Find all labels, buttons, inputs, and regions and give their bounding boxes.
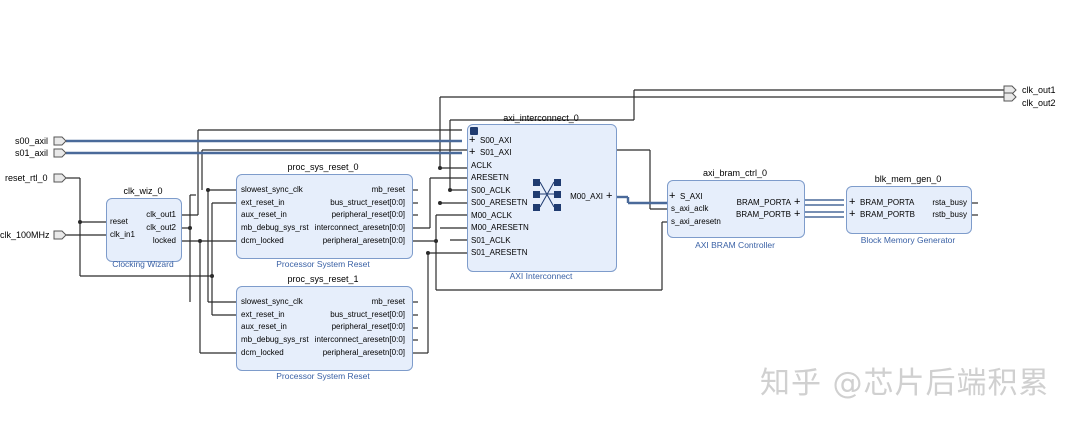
crossbar-icon [532,177,562,213]
bram-ctrl-pin-s-axi: S_AXI [680,192,703,201]
blk-mem-block[interactable] [846,186,972,234]
port-clk-out1[interactable]: clk_out1 [1022,85,1056,95]
clk-wiz-pin-clk-out1: clk_out1 [146,210,176,219]
psr0-pin-ext-reset-in: ext_reset_in [241,198,285,207]
psr0-pin-mb-reset: mb_reset [371,185,405,194]
axi-ic-pin-aclk: ACLK [471,161,492,170]
axi-ic-pin-s01-aclk: S01_ACLK [471,236,511,245]
psr0-subtitle: Processor System Reset [276,259,370,269]
axi-ic-pin-s00-aresetn: S00_ARESETN [471,198,528,207]
psr1-pin-dcm-locked: dcm_locked [241,348,284,357]
psr1-pin-peripheral-aresetn: peripheral_aresetn[0:0] [322,348,405,357]
psr1-pin-ext-reset-in: ext_reset_in [241,310,285,319]
blk-mem-pin-bram-portb: BRAM_PORTB [860,210,915,219]
clk-wiz-pin-locked: locked [152,236,176,245]
psr0-pin-bus-struct-reset: bus_struct_reset[0:0] [330,198,405,207]
psr0-pin-peripheral-aresetn: peripheral_aresetn[0:0] [322,236,405,245]
psr1-pin-aux-reset-in: aux_reset_in [241,322,287,331]
axi-ic-pin-s01-aresetn: S01_ARESETN [471,248,528,257]
psr1-pin-slowest-sync-clk: slowest_sync_clk [241,297,303,306]
plus-icon[interactable]: + [849,196,856,208]
psr1-pin-interconnect-aresetn: interconnect_aresetn[0:0] [314,335,405,344]
psr0-pin-dcm-locked: dcm_locked [241,236,284,245]
bram-ctrl-subtitle: AXI BRAM Controller [695,240,775,250]
axi-ic-pin-s00-aclk: S00_ACLK [471,186,511,195]
clk-wiz-block[interactable] [106,198,182,262]
blk-mem-pin-bram-porta: BRAM_PORTA [860,198,915,207]
bram-ctrl-pin-bram-porta: BRAM_PORTA [736,198,791,207]
psr1-title: proc_sys_reset_1 [287,274,359,284]
psr1-pin-mb-reset: mb_reset [371,297,405,306]
axi-ic-pin-m00-aresetn: M00_ARESETN [471,223,529,232]
collapse-icon[interactable] [470,127,478,135]
bram-ctrl-block[interactable] [667,180,805,238]
blk-mem-pin-rsta-busy: rsta_busy [932,198,967,207]
axi-ic-pin-s00-axi: S00_AXI [480,136,512,145]
psr0-pin-peripheral-reset: peripheral_reset[0:0] [331,210,405,219]
axi-ic-title: axi_interconnect_0 [503,113,579,123]
plus-icon[interactable]: + [849,208,856,220]
port-clk-100mhz[interactable]: clk_100MHz [0,230,50,240]
plus-icon[interactable]: + [469,134,476,146]
plus-icon[interactable]: + [606,190,613,202]
psr0-pin-slowest-sync-clk: slowest_sync_clk [241,185,303,194]
watermark: 知乎 @芯片后端积累 [760,366,1050,401]
port-clk-out2[interactable]: clk_out2 [1022,98,1056,108]
plus-icon[interactable]: + [469,146,476,158]
port-reset-rtl-0[interactable]: reset_rtl_0 [5,173,48,183]
plus-icon[interactable]: + [794,196,801,208]
axi-ic-pin-s01-axi: S01_AXI [480,148,512,157]
psr1-pin-peripheral-reset: peripheral_reset[0:0] [331,322,405,331]
bram-ctrl-pin-s-axi-aresetn: s_axi_aresetn [671,217,721,226]
psr0-pin-interconnect-aresetn: interconnect_aresetn[0:0] [314,223,405,232]
bram-ctrl-pin-s-axi-aclk: s_axi_aclk [671,204,709,213]
port-s01-axil[interactable]: s01_axil [15,148,49,158]
psr1-pin-bus-struct-reset: bus_struct_reset[0:0] [330,310,405,319]
psr0-pin-aux-reset-in: aux_reset_in [241,210,287,219]
psr0-block[interactable] [236,174,413,259]
clk-wiz-pin-clk-out2: clk_out2 [146,223,176,232]
blk-mem-title: blk_mem_gen_0 [874,174,942,184]
blk-mem-pin-rstb-busy: rstb_busy [932,210,967,219]
axi-ic-pin-m00-axi: M00_AXI [570,192,603,201]
clk-wiz-pin-clk-in1: clk_in1 [110,230,135,239]
clk-wiz-pin-reset: reset [110,217,128,226]
bram-ctrl-pin-bram-portb: BRAM_PORTB [736,210,791,219]
axi-ic-pin-m00-aclk: M00_ACLK [471,211,512,220]
plus-icon[interactable]: + [669,190,676,202]
psr1-pin-mb-debug-sys-rst: mb_debug_sys_rst [241,335,309,344]
axi-ic-subtitle: AXI Interconnect [509,271,573,281]
axi-ic-block[interactable] [467,124,617,272]
port-s00-axil[interactable]: s00_axil [15,136,49,146]
plus-icon[interactable]: + [794,208,801,220]
psr1-block[interactable] [236,286,413,371]
psr1-subtitle: Processor System Reset [276,371,370,381]
psr0-title: proc_sys_reset_0 [287,162,359,172]
bram-ctrl-title: axi_bram_ctrl_0 [702,168,768,178]
clk-wiz-title: clk_wiz_0 [123,186,163,196]
axi-ic-pin-aresetn: ARESETN [471,173,509,182]
clk-wiz-subtitle: Clocking Wizard [112,259,174,269]
blk-mem-subtitle: Block Memory Generator [860,235,956,245]
psr0-pin-mb-debug-sys-rst: mb_debug_sys_rst [241,223,309,232]
